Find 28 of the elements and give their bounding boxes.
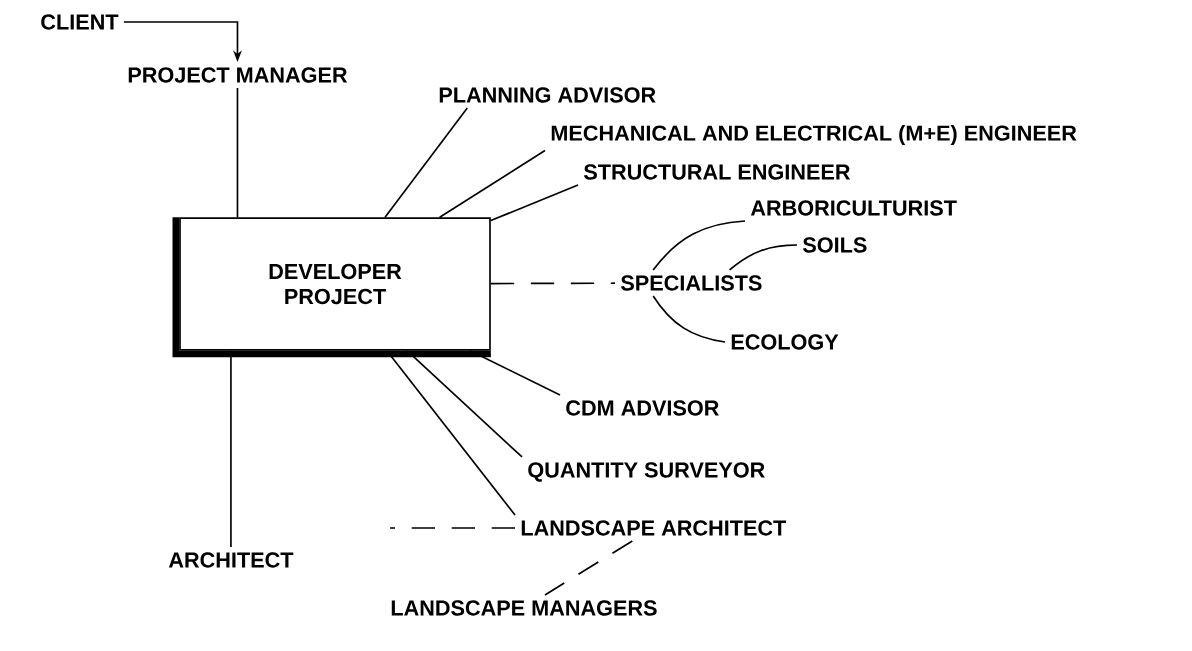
dashed-line <box>490 282 616 285</box>
connector-line <box>236 87 239 219</box>
connector-line <box>386 349 516 516</box>
connector-line <box>728 244 798 271</box>
role-label: ARCHITECT <box>168 552 294 568</box>
role-label: SOILS <box>802 237 867 253</box>
role-label: CLIENT <box>41 14 119 30</box>
connector-line <box>652 220 746 271</box>
role-label: PLANNING ADVISOR <box>439 87 656 103</box>
connector-line <box>652 295 726 343</box>
connector-line <box>230 349 232 548</box>
connector-line <box>469 349 561 396</box>
role-label: CDM ADVISOR <box>566 400 719 416</box>
connector-line <box>490 184 579 222</box>
connector-line <box>384 107 469 219</box>
role-label: LANDSCAPE ARCHITECT <box>521 520 787 536</box>
dashed-line <box>389 527 516 529</box>
role-label: ARBORICULTURIST <box>750 200 957 216</box>
connector-line <box>438 149 546 219</box>
role-label: PROJECT MANAGER <box>128 67 348 83</box>
role-label: ECOLOGY <box>731 334 839 350</box>
role-label: MECHANICAL AND ELECTRICAL (M+E) ENGINEER <box>551 124 1077 146</box>
role-label: QUANTITY SURVEYOR <box>528 462 765 482</box>
role-label: STRUCTURAL ENGINEER <box>583 164 851 180</box>
role-label: SPECIALISTS <box>620 275 762 291</box>
dashed-line <box>544 540 634 596</box>
connector-line <box>406 349 523 458</box>
role-label: LANDSCAPE MANAGERS <box>391 600 657 616</box>
